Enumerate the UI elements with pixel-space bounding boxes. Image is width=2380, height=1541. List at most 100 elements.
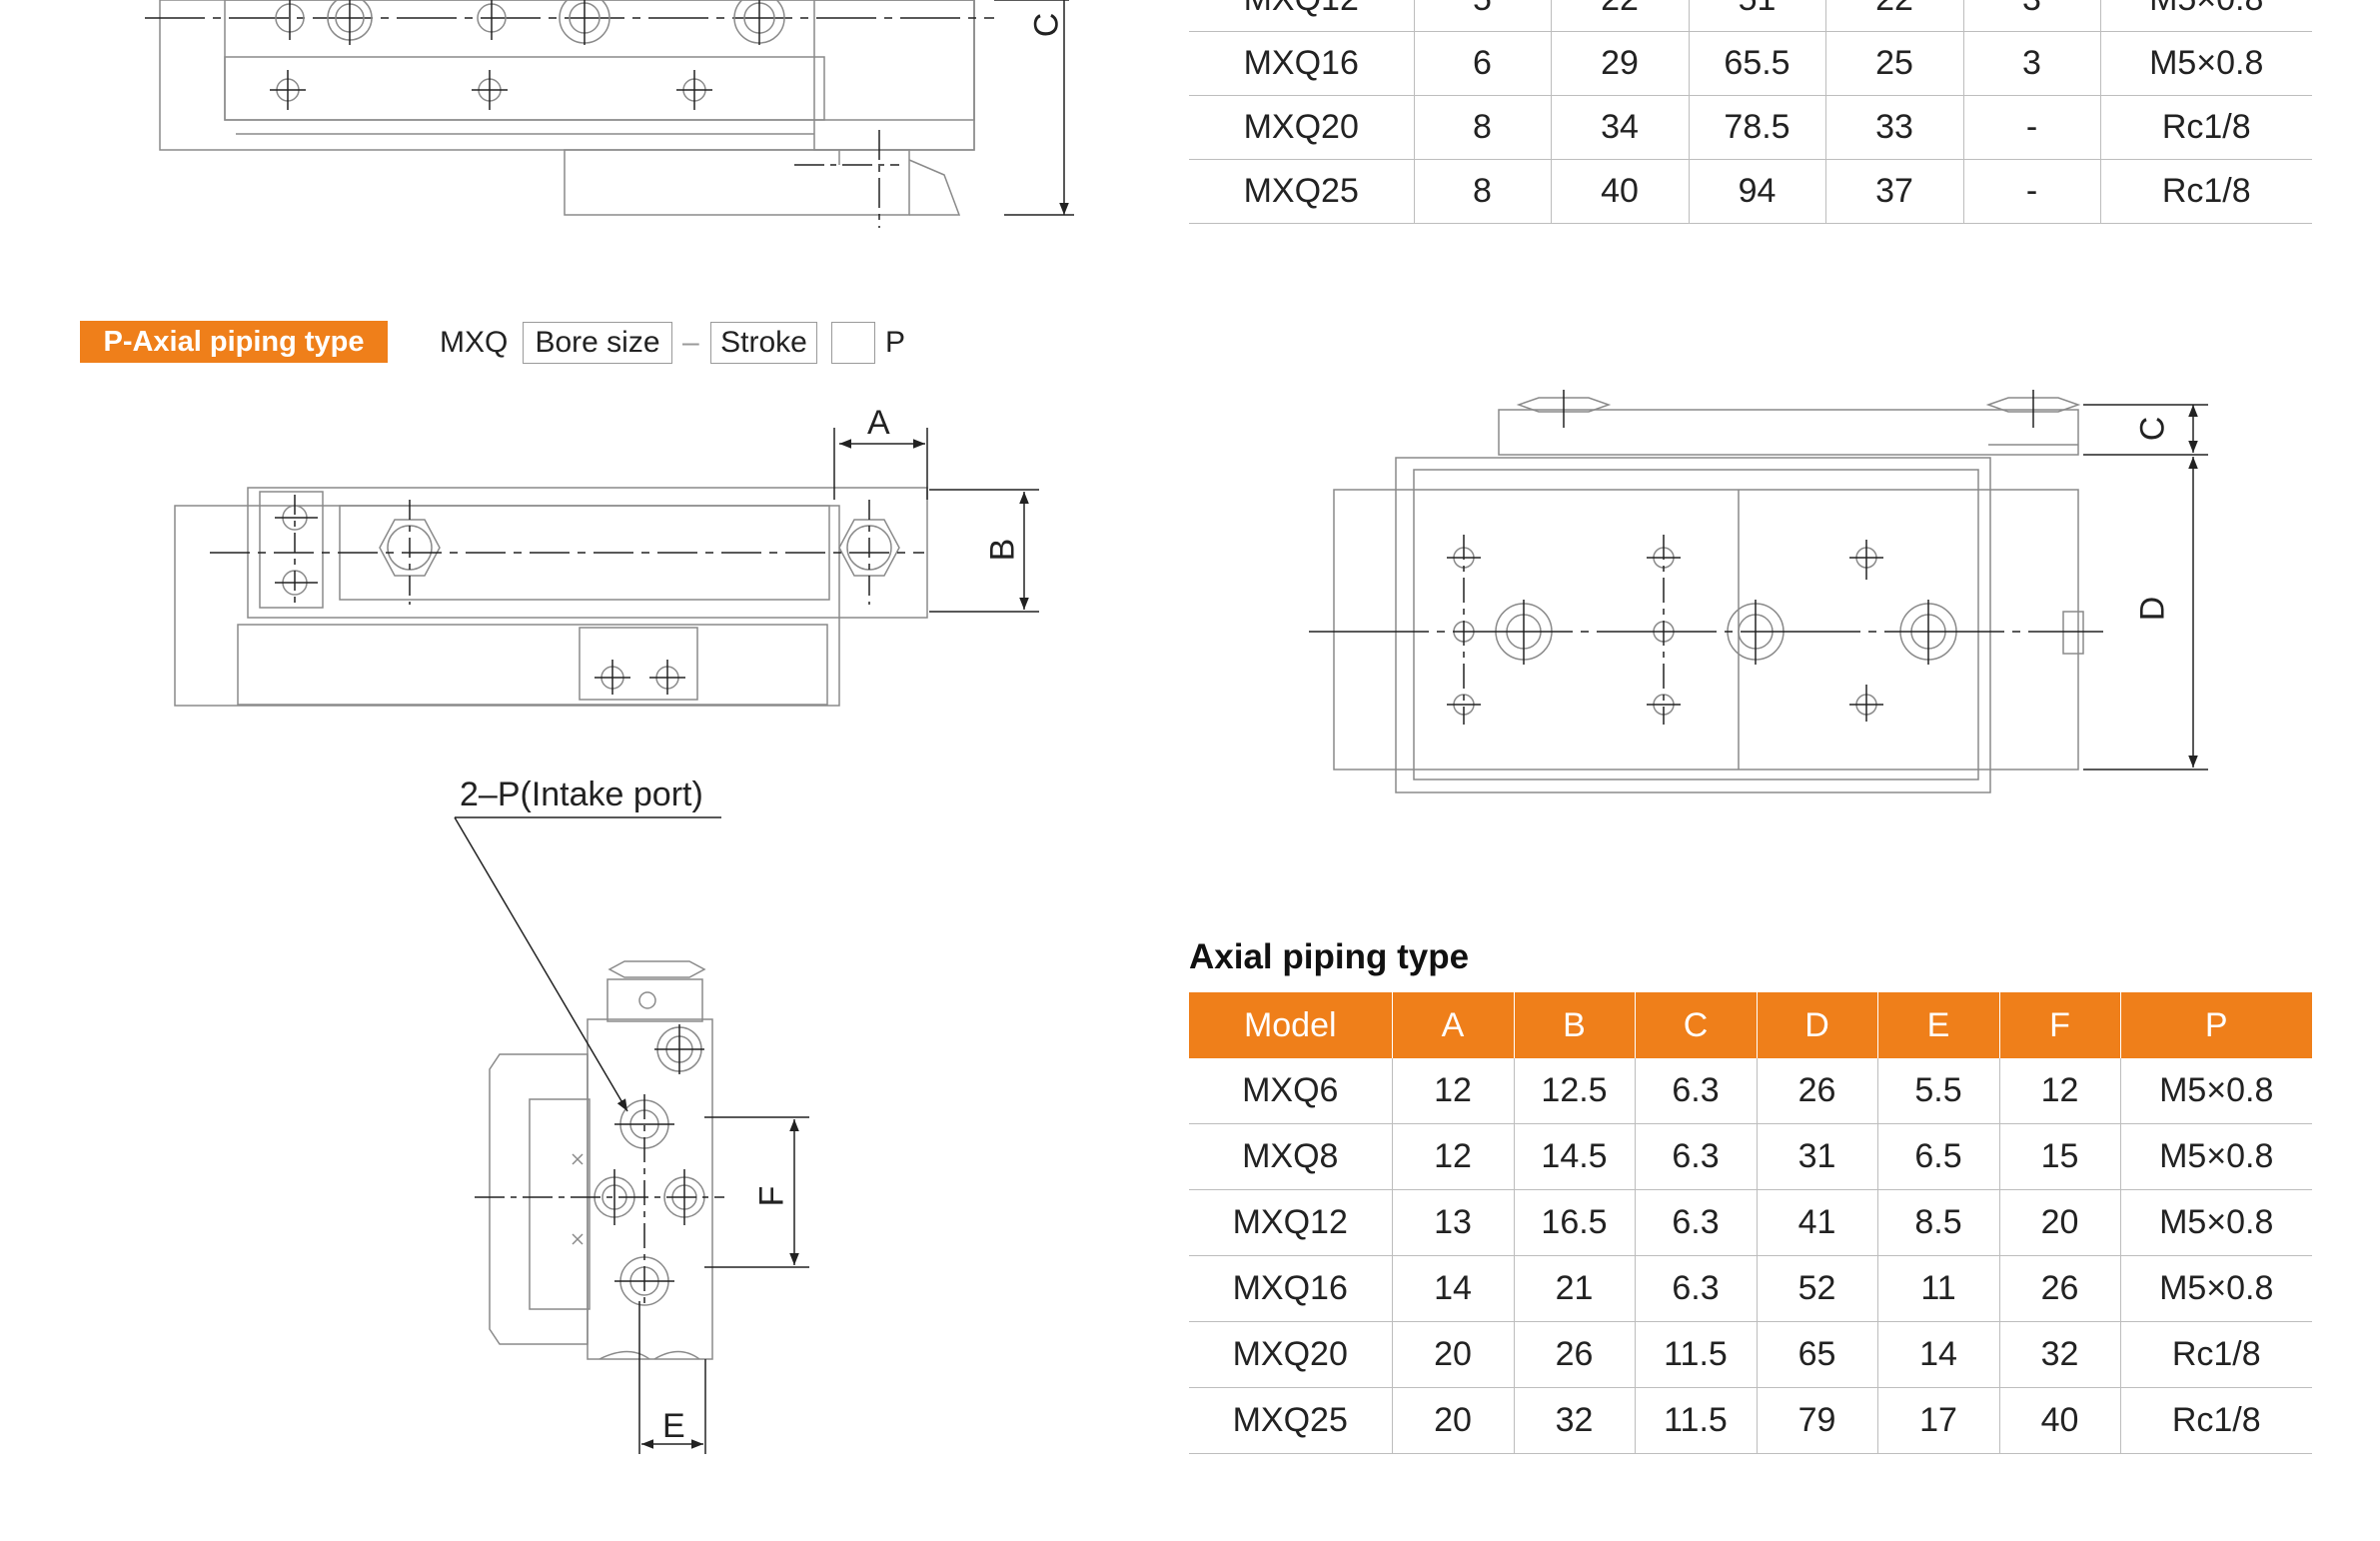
table-cell: MXQ12 [1189,0,1415,32]
table-cell: 25 [1825,31,1964,96]
table-cell: - [1963,95,2101,160]
table-cell: 12 [1392,1123,1515,1190]
table-row: MXQ20 8 34 78.5 33 - Rc1/8 [1189,95,2312,160]
table-cell: 21 [1514,1255,1636,1322]
table-cell: MXQ20 [1189,1321,1393,1388]
table-cell: 12 [1999,1058,2121,1124]
table-row: MXQ16 6 29 65.5 25 3 M5×0.8 [1189,31,2312,96]
table-cell: MXQ25 [1189,159,1415,224]
bore-size-box: Bore size [523,322,672,364]
table-cell: 34 [1551,95,1690,160]
code-suffix: P [885,326,906,359]
table-row: MXQ16 14 21 6.3 52 11 26 M5×0.8 [1189,1255,2312,1322]
table-cell: MXQ12 [1189,1189,1393,1256]
table-cell: 22 [1551,0,1690,32]
top-left-hole-crosses [270,0,760,110]
axial-spec-table: Model A B C D E F P MXQ6 12 12.5 6.3 26 … [1189,992,2312,1454]
column-header: Model [1189,992,1393,1058]
top-left-centerlines [145,0,1074,228]
table-cell: 3 [1963,31,2101,96]
column-header: E [1877,992,2000,1058]
table-cell: 26 [1999,1255,2121,1322]
table-cell: 79 [1757,1387,1878,1454]
table-cell: 40 [1999,1387,2121,1454]
table-header-row: Model A B C D E F P [1189,992,2312,1058]
table-cell: 51 [1689,0,1826,32]
table-cell: 31 [1757,1123,1878,1190]
table-cell: 6.3 [1635,1058,1758,1124]
p-axial-end-view [489,960,713,1360]
table-row: MXQ6 12 12.5 6.3 26 5.5 12 M5×0.8 [1189,1058,2312,1124]
table-cell: M5×0.8 [2120,1255,2312,1322]
table-cell: 41 [1757,1189,1878,1256]
table-cell: MXQ16 [1189,1255,1393,1322]
code-prefix: MXQ [440,326,509,359]
table-row: MXQ25 20 32 11.5 79 17 40 Rc1/8 [1189,1387,2312,1454]
table-cell: MXQ20 [1189,95,1415,160]
column-header: D [1757,992,1878,1058]
table-cell: 5 [1414,0,1552,32]
top-left-holes [275,0,785,102]
table-cell: M5×0.8 [2120,1058,2312,1124]
table-cell: 33 [1825,95,1964,160]
table-cell: M5×0.8 [2120,1189,2312,1256]
column-header: P [2120,992,2312,1058]
table-cell: MXQ8 [1189,1123,1393,1190]
dim-label-b: B [983,538,1022,562]
table-cell: MXQ25 [1189,1387,1393,1454]
table-cell: 6.3 [1635,1189,1758,1256]
table-cell: 29 [1551,31,1690,96]
p-axial-end-centerlines [454,816,809,1454]
table-cell: M5×0.8 [2120,1123,2312,1190]
table-cell: 94 [1689,159,1826,224]
table-cell: 8 [1414,95,1552,160]
dim-label-f: F [752,1185,791,1207]
table-cell: 11 [1877,1255,2000,1322]
table-cell: Rc1/8 [2120,1387,2312,1454]
table-cell: 65 [1757,1321,1878,1388]
column-header: A [1392,992,1515,1058]
table-cell: 78.5 [1689,95,1826,160]
p-axial-side-view [174,487,928,707]
table-row: MXQ25 8 40 94 37 - Rc1/8 [1189,159,2312,224]
table-cell: 16.5 [1514,1189,1636,1256]
table-cell: 11.5 [1635,1387,1758,1454]
table-cell: 6.3 [1635,1255,1758,1322]
dim-label-d: D [2133,596,2172,622]
axial-table-title: Axial piping type [1189,937,1470,976]
column-header: B [1514,992,1636,1058]
p-axial-plan-centerlines [1309,390,2208,770]
table-cell: M5×0.8 [2100,31,2312,96]
table-cell: MXQ6 [1189,1058,1393,1124]
intake-port-label: 2–P(Intake port) [460,775,703,813]
table-cell: 52 [1757,1255,1878,1322]
table-cell: 37 [1825,159,1964,224]
dim-label-c: C [2133,416,2172,442]
option-box [831,322,875,364]
table-cell: 65.5 [1689,31,1826,96]
table-cell: 12 [1392,1058,1515,1124]
table-cell: 32 [1514,1387,1636,1454]
stroke-box: Stroke [710,322,817,364]
table-cell: 14 [1877,1321,2000,1388]
table-cell: 20 [1999,1189,2121,1256]
table-cell: M5×0.8 [2100,0,2312,32]
table-cell: 20 [1392,1387,1515,1454]
dim-label-e: E [662,1407,685,1445]
table-cell: 26 [1514,1321,1636,1388]
p-axial-plan-view [1333,397,2084,793]
table-cell: MXQ16 [1189,31,1415,96]
column-header: F [1999,992,2121,1058]
table-row: MXQ8 12 14.5 6.3 31 6.5 15 M5×0.8 [1189,1123,2312,1190]
table-cell: 14.5 [1514,1123,1636,1190]
code-dash: – [682,326,699,359]
table-cell: 20 [1392,1321,1515,1388]
top-spec-table: MXQ12 5 22 51 22 3 M5×0.8 MXQ16 6 29 65.… [1189,0,2312,224]
table-cell: - [1963,159,2101,224]
table-cell: Rc1/8 [2100,159,2312,224]
column-header: C [1635,992,1758,1058]
table-cell: 13 [1392,1189,1515,1256]
table-cell: 8.5 [1877,1189,2000,1256]
table-cell: 6 [1414,31,1552,96]
